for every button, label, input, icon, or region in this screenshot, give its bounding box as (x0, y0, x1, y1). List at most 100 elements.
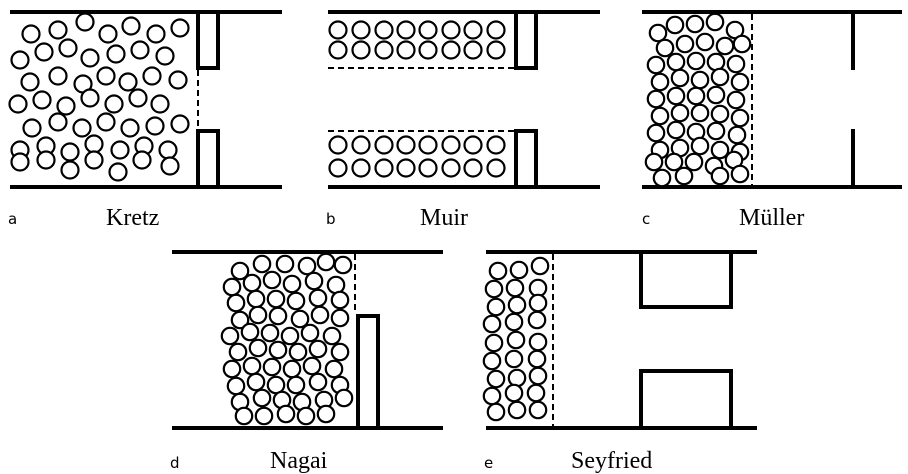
pedestrian-circle (463, 135, 483, 155)
bottleneck-upper-block (639, 250, 733, 309)
pedestrian-circle (644, 152, 664, 172)
pedestrian-circle (351, 135, 371, 155)
pedestrian-circle (646, 89, 666, 109)
pedestrian-circle (145, 116, 165, 136)
pedestrian-circle (732, 34, 752, 54)
panel-letter: b (326, 210, 336, 228)
pedestrian-circle (110, 140, 130, 160)
panel-name: Seyfried (571, 448, 652, 474)
pedestrian-circle (646, 123, 666, 143)
pedestrian-circle (310, 305, 330, 325)
pedestrian-circle (374, 40, 394, 60)
pedestrian-circle (504, 349, 524, 369)
pedestrian-circle (8, 94, 28, 114)
pedestrian-circle (60, 160, 80, 180)
pedestrian-circle (666, 86, 686, 106)
pedestrian-circle (146, 24, 166, 44)
pedestrian-circle (36, 150, 56, 170)
pedestrian-circle (482, 386, 502, 406)
pedestrian-circle (486, 369, 506, 389)
pedestrian-circle (486, 297, 506, 317)
pedestrian-circle (288, 342, 308, 362)
pedestrian-circle (396, 20, 416, 40)
bottleneck-upper-block (196, 10, 220, 70)
pedestrian-circle (484, 279, 504, 299)
pedestrian-circle (48, 20, 68, 40)
panel-b-muir: b Muir (326, 10, 600, 231)
panel-name: Müller (739, 205, 804, 231)
pedestrian-circle (240, 322, 260, 342)
pedestrian-circle (316, 404, 336, 424)
pedestrian-circle (268, 340, 288, 360)
pedestrian-circle (528, 293, 548, 313)
panel-d-nagai: d Nagai (170, 250, 443, 474)
pedestrian-circle (528, 332, 548, 352)
pedestrian-circle (710, 166, 730, 186)
pedestrian-circle (670, 103, 690, 123)
pedestrian-circle (296, 406, 316, 426)
pedestrian-crowd (482, 256, 550, 422)
pedestrian-circle (34, 42, 54, 62)
pedestrian-circle (505, 278, 525, 298)
pedestrian-circle (290, 309, 310, 329)
pedestrian-circle (276, 404, 296, 424)
pedestrian-circle (168, 70, 188, 90)
pedestrian-circle (666, 120, 686, 140)
pedestrian-circle (80, 48, 100, 68)
pedestrian-circle (22, 118, 42, 138)
pedestrian-circle (418, 40, 438, 60)
pedestrian-circle (528, 400, 548, 420)
pedestrian-circle (328, 40, 348, 60)
pedestrian-circle (396, 40, 416, 60)
pedestrian-circle (463, 20, 483, 40)
pedestrian-circle (132, 150, 152, 170)
pedestrian-circle (374, 135, 394, 155)
pedestrian-circle (328, 135, 348, 155)
pedestrian-circle (242, 356, 262, 376)
pedestrian-circle (330, 290, 350, 310)
pedestrian-circle (21, 24, 41, 44)
pedestrian-circle (316, 252, 336, 272)
pedestrian-circle (248, 338, 268, 358)
pedestrian-circle (506, 330, 526, 350)
pedestrian-circle (726, 54, 746, 74)
pedestrian-circle (150, 94, 170, 114)
pedestrian-circle (396, 135, 416, 155)
pedestrian-circle (230, 310, 250, 330)
pedestrian-circle (374, 158, 394, 178)
pedestrian-circle (234, 406, 254, 426)
pedestrian-circle (684, 152, 704, 172)
pedestrian-circle (282, 359, 302, 379)
pedestrian-circle (308, 288, 328, 308)
pedestrian-circle (330, 308, 350, 328)
pedestrian-circle (75, 12, 95, 32)
pedestrian-circle (222, 359, 242, 379)
pedestrian-circle (252, 254, 272, 274)
bottleneck-lower-block (196, 129, 220, 189)
panel-letter: a (8, 210, 17, 228)
pedestrian-circle (504, 312, 524, 332)
pedestrian-circle (504, 383, 524, 403)
pedestrian-circle (441, 158, 461, 178)
pedestrian-circle (268, 306, 288, 326)
pedestrian-circle (262, 357, 282, 377)
pedestrian-circle (715, 36, 735, 56)
pedestrian-circle (334, 388, 354, 408)
pedestrian-circle (396, 158, 416, 178)
pedestrian-circle (48, 66, 68, 86)
pedestrian-circle (655, 38, 675, 58)
panel-letter: d (170, 454, 180, 472)
panel-letter: c (642, 210, 650, 228)
pedestrian-circle (266, 289, 286, 309)
pedestrian-circle (710, 104, 730, 124)
bottleneck-upper-block (514, 10, 538, 70)
pedestrian-circle (72, 118, 92, 138)
pedestrian-circle (706, 121, 726, 141)
pedestrian-circle (650, 72, 670, 92)
pedestrian-circle (248, 305, 268, 325)
pedestrian-circle (282, 274, 302, 294)
pedestrian-circle (226, 293, 246, 313)
pedestrian-crowd (328, 20, 506, 178)
pedestrian-circle (48, 112, 68, 132)
pedestrian-circle (280, 326, 300, 346)
